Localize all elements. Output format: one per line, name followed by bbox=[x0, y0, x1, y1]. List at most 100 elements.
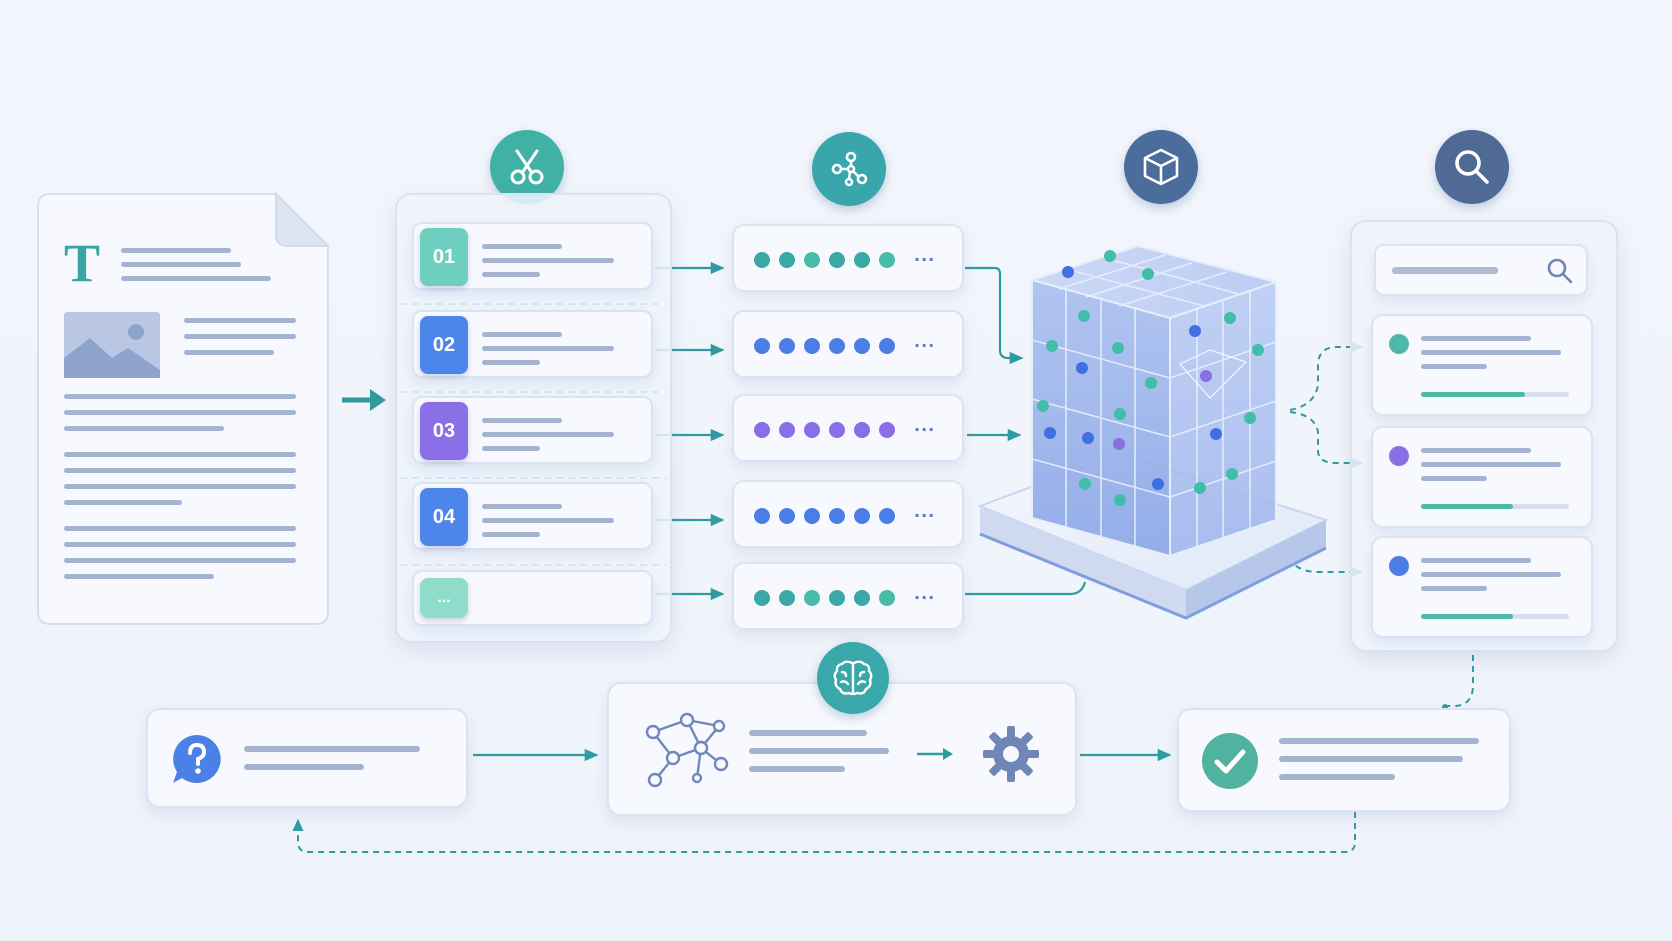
embedding-dot bbox=[804, 252, 820, 268]
embedding-card: ... bbox=[732, 562, 964, 630]
text-line bbox=[482, 346, 614, 351]
text-line bbox=[1421, 350, 1561, 355]
chunk-card[interactable]: 01 bbox=[412, 222, 653, 290]
chunk-index-badge: 04 bbox=[420, 488, 468, 546]
text-line bbox=[482, 532, 540, 537]
chunk-index-badge: ... bbox=[420, 578, 468, 618]
arrow-results-answer bbox=[1440, 655, 1474, 707]
embedding-dot bbox=[754, 590, 770, 606]
embedding-card: ... bbox=[732, 310, 964, 378]
embedding-dot bbox=[804, 422, 820, 438]
text-line bbox=[482, 446, 540, 451]
embedding-dot bbox=[854, 508, 870, 524]
result-score-dot bbox=[1389, 556, 1409, 576]
embedding-dot bbox=[779, 252, 795, 268]
text-line bbox=[482, 244, 562, 249]
chunk-index-badge: 02 bbox=[420, 316, 468, 374]
chunk-index-badge: 03 bbox=[420, 402, 468, 460]
text-heading-icon: T bbox=[64, 233, 101, 293]
text-line bbox=[482, 432, 614, 437]
ellipsis: ... bbox=[914, 584, 936, 603]
relevance-bar bbox=[1421, 392, 1569, 397]
embedding-dot bbox=[854, 422, 870, 438]
scissors-icon bbox=[490, 130, 564, 204]
check-circle-icon bbox=[1202, 733, 1258, 789]
question-bubble-icon bbox=[173, 735, 221, 783]
arrow-right-icon bbox=[917, 748, 953, 760]
embedding-dot bbox=[754, 338, 770, 354]
embedding-dot bbox=[779, 422, 795, 438]
chunk-index-badge: 01 bbox=[420, 228, 468, 286]
chunk-card[interactable]: 02 bbox=[412, 310, 653, 378]
result-score-dot bbox=[1389, 446, 1409, 466]
answer-card bbox=[1177, 708, 1511, 812]
ellipsis: ... bbox=[914, 332, 936, 351]
embedding-dot bbox=[829, 252, 845, 268]
network-nodes-icon bbox=[812, 132, 886, 206]
chunk-card[interactable]: 03 bbox=[412, 396, 653, 464]
embedding-dot bbox=[879, 508, 895, 524]
ellipsis: ... bbox=[914, 502, 936, 521]
text-line bbox=[482, 332, 562, 337]
arrow-db-result-1 bbox=[1289, 341, 1364, 411]
embedding-dot bbox=[779, 508, 795, 524]
arrow-embed-1 bbox=[965, 266, 1024, 365]
embedding-dot bbox=[879, 422, 895, 438]
cube-icon bbox=[1124, 130, 1198, 204]
query-search-box[interactable] bbox=[1374, 244, 1588, 296]
text-line bbox=[482, 418, 562, 423]
feedback-loop bbox=[292, 812, 1356, 853]
search-icon[interactable] bbox=[1546, 257, 1574, 285]
text-line bbox=[482, 518, 614, 523]
result-score-dot bbox=[1389, 334, 1409, 354]
text-line bbox=[482, 360, 540, 365]
chunk-card[interactable]: 04 bbox=[412, 482, 653, 550]
brain-icon bbox=[817, 642, 889, 714]
result-card[interactable] bbox=[1371, 426, 1593, 528]
vector-database-cube bbox=[977, 244, 1329, 620]
arrow-embed-5 bbox=[965, 581, 1087, 596]
embedding-dot bbox=[779, 590, 795, 606]
embedding-dot bbox=[804, 338, 820, 354]
chunk-card[interactable]: ... bbox=[412, 570, 653, 626]
embedding-dot bbox=[829, 508, 845, 524]
text-line bbox=[1421, 336, 1531, 341]
arrow-db-result-2 bbox=[1289, 411, 1364, 469]
text-line bbox=[482, 504, 562, 509]
relevance-bar bbox=[1421, 504, 1569, 509]
source-document: T bbox=[36, 192, 330, 626]
text-line bbox=[482, 272, 540, 277]
embedding-card: ... bbox=[732, 480, 964, 548]
result-card[interactable] bbox=[1371, 314, 1593, 416]
embedding-dot bbox=[804, 590, 820, 606]
embedding-dot bbox=[754, 422, 770, 438]
embedding-dot bbox=[829, 422, 845, 438]
text-line bbox=[1421, 364, 1487, 369]
embedding-dot bbox=[854, 338, 870, 354]
embedding-dot bbox=[754, 252, 770, 268]
search-icon bbox=[1435, 130, 1509, 204]
embedding-dot bbox=[854, 252, 870, 268]
result-card[interactable] bbox=[1371, 536, 1593, 638]
embedding-dot bbox=[829, 590, 845, 606]
embedding-dot bbox=[879, 590, 895, 606]
embedding-dot bbox=[854, 590, 870, 606]
embedding-dot bbox=[804, 508, 820, 524]
relevance-bar bbox=[1421, 614, 1569, 619]
knowledge-graph-icon bbox=[645, 712, 729, 788]
image-placeholder-icon bbox=[64, 312, 160, 378]
text-line bbox=[482, 258, 614, 263]
embedding-card: ... bbox=[732, 224, 964, 292]
text-line bbox=[1421, 572, 1561, 577]
embedding-dot bbox=[779, 338, 795, 354]
gear-icon bbox=[983, 726, 1039, 782]
ellipsis: ... bbox=[914, 416, 936, 435]
embedding-dot bbox=[829, 338, 845, 354]
ellipsis: ... bbox=[914, 246, 936, 265]
embedding-dot bbox=[879, 252, 895, 268]
user-query-card bbox=[146, 708, 468, 808]
text-line bbox=[1421, 476, 1487, 481]
embedding-card: ... bbox=[732, 394, 964, 462]
text-line bbox=[1421, 462, 1561, 467]
